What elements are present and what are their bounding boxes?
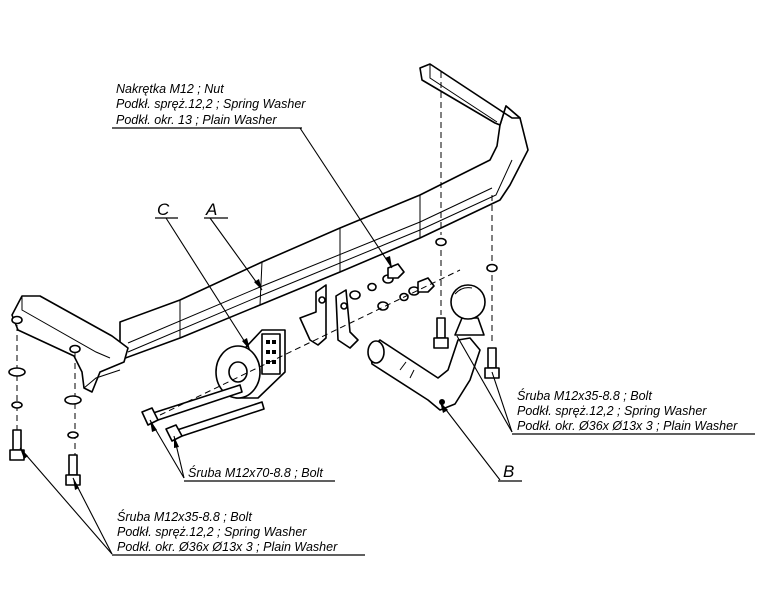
nut-label: Nakrętka M12 ; Nut [116, 82, 224, 96]
nut-washer-set [159, 263, 461, 416]
long-bolts-m12x70 [141, 384, 265, 442]
right-bolt-label: Śruba M12x35-8.8 ; Bolt [517, 388, 652, 403]
crossbar-beam [11, 63, 529, 393]
part-b-label: B [503, 462, 514, 481]
nut-spring-washer-label: Podkł. spręż.12,2 ; Spring Washer [116, 97, 306, 111]
tow-ball-hook [367, 284, 486, 411]
right-spring-washer-label: Podkł. spręż.12,2 ; Spring Washer [517, 404, 707, 418]
left-spring-washer-label: Podkł. spręż.12,2 ; Spring Washer [117, 525, 307, 539]
left-plain-washer-label: Podkł. okr. Ø36x Ø13x 3 ; Plain Washer [117, 540, 338, 554]
left-bolt-group-label: Śruba M12x35-8.8 ; Bolt Podkł. spręż.12,… [112, 509, 365, 556]
beam-brackets [299, 284, 359, 349]
right-bolt-group-label: Śruba M12x35-8.8 ; Bolt Podkł. spręż.12,… [512, 388, 755, 435]
socket-plate [215, 329, 286, 399]
long-bolt-label: Śruba M12x70-8.8 ; Bolt [188, 465, 323, 480]
leader-lines [19, 127, 513, 555]
mounting-holes [11, 237, 498, 354]
left-bolt-label: Śruba M12x35-8.8 ; Bolt [117, 509, 252, 524]
part-a-label: A [205, 200, 217, 219]
right-plain-washer-label: Podkł. okr. Ø36x Ø13x 3 ; Plain Washer [517, 419, 738, 433]
nut-group-label: Nakrętka M12 ; Nut Podkł. spręż.12,2 ; S… [112, 82, 306, 129]
part-c-label: C [157, 200, 170, 219]
nut-plain-washer-label: Podkł. okr. 13 ; Plain Washer [116, 113, 277, 127]
